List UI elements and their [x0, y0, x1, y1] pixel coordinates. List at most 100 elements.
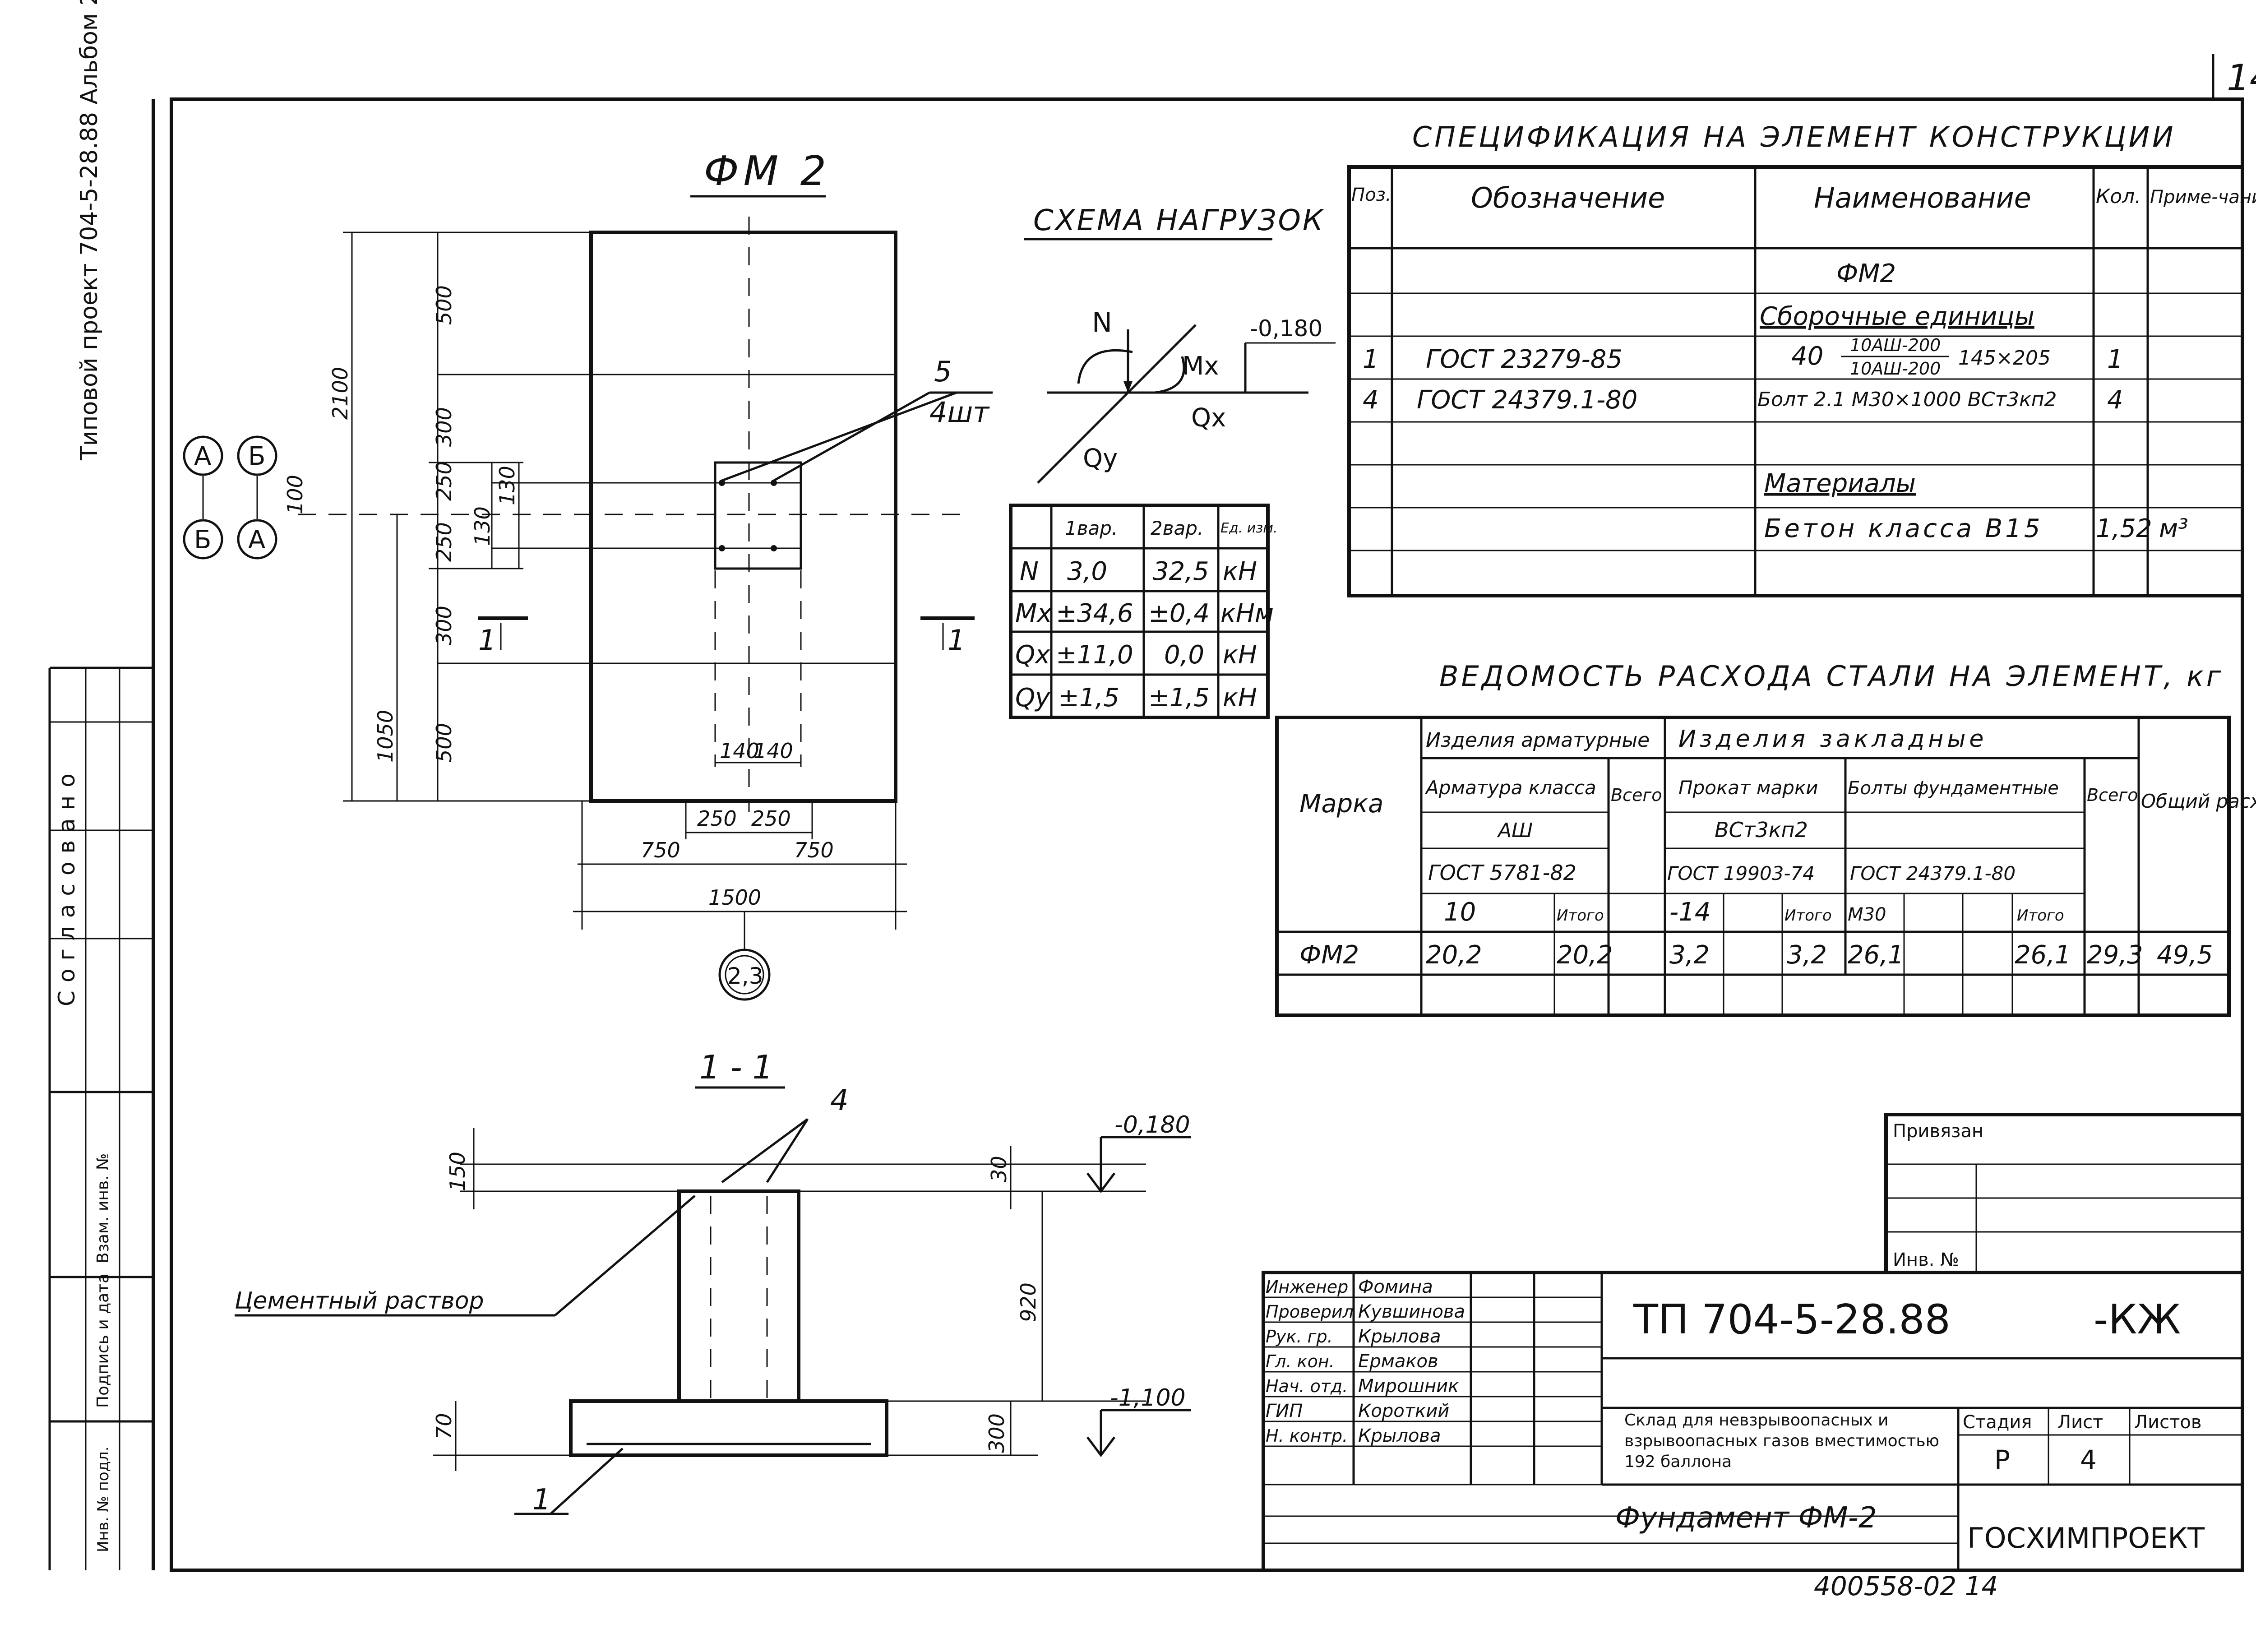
svg-text:Нач. отд.: Нач. отд. [1266, 1376, 1348, 1396]
spec-r-assembly: Сборочные единицы [1760, 302, 2034, 331]
stamp-stage: Р [1994, 1444, 2010, 1475]
dim-300-b: 300 [432, 606, 456, 645]
sec-lvl-top: -0,180 [1114, 1111, 1190, 1138]
callout-pos-5: 5 [934, 355, 952, 388]
svg-text:Qx: Qx [1015, 640, 1050, 670]
side-inv-podl-label: Инв. № подл. [94, 1446, 112, 1552]
section-slab [569, 1399, 888, 1457]
svg-text:49,5: 49,5 [2157, 940, 2213, 970]
lt-row-N: N 3,0 32,5 кН [1020, 557, 1257, 586]
load-Qx: Qx [1191, 403, 1226, 433]
svg-text:26,1: 26,1 [1848, 940, 1904, 970]
spec-h-pos: Поз. [1351, 185, 1392, 205]
dim-250-c: 250 [697, 806, 737, 831]
steel-h-gost19903: ГОСТ 19903-74 [1667, 862, 1815, 884]
steel-h-zakl: Изделия закладные [1678, 726, 1987, 753]
load-level: -0,180 [1250, 315, 1322, 342]
axis-b-1: Б [248, 442, 265, 471]
svg-text:±11,0: ±11,0 [1056, 640, 1133, 670]
dim-750-a: 750 [641, 838, 680, 862]
stamp-people: Инженер Фомина Проверил Кувшинова Рук. г… [1266, 1277, 1465, 1446]
stamp-h-sheets: Листов [2134, 1412, 2201, 1433]
svg-text:3,2: 3,2 [1787, 940, 1827, 970]
dim-1500: 1500 [708, 885, 761, 910]
svg-text:0,0: 0,0 [1164, 640, 1204, 670]
sec-lvl-bot: -1,100 [1110, 1384, 1186, 1411]
plan-view: ФМ 2 5 4шт 500 300 [183, 148, 993, 1001]
svg-text:кН: кН [1223, 557, 1257, 586]
section-1-1: 1 - 1 150 30 920 300 70 -0,180 -1,100 [235, 1048, 1191, 1517]
sec-callout-1: 1 [532, 1483, 551, 1517]
callout-qty: 4шт [929, 396, 990, 429]
spec-r2-qty: 4 [2107, 385, 2123, 415]
steel-h-vst: ВСт3кп2 [1715, 818, 1808, 842]
stamp-project: ТП 704-5-28.88 [1633, 1296, 1951, 1343]
stamp-privyazan: Привязан [1893, 1121, 1983, 1142]
bottom-code: 400558-02 14 [1814, 1571, 1998, 1601]
svg-text:26,1: 26,1 [2015, 940, 2071, 970]
steel-h-aiii: АШ [1497, 819, 1533, 842]
lt-row-Qx: Qx ±11,0 0,0 кН [1015, 640, 1257, 670]
spec-table: СПЕЦИФИКАЦИЯ НА ЭЛЕМЕНТ КОНСТРУКЦИИ Поз.… [1347, 120, 2256, 597]
title-block: Привязан Инв. № Инженер Фомина Проверил [1262, 1113, 2244, 1572]
load-N: N [1092, 307, 1112, 338]
dim-500-bottom: 500 [432, 723, 456, 763]
spec-r1-qty: 1 [2107, 345, 2123, 374]
spec-title: СПЕЦИФИКАЦИЯ НА ЭЛЕМЕНТ КОНСТРУКЦИИ [1412, 120, 2176, 153]
plan-title: ФМ 2 [704, 148, 831, 195]
stamp-h-sheet: Лист [2057, 1412, 2103, 1433]
spec-r2-des: ГОСТ 24379.1-80 [1417, 385, 1637, 415]
spec-r-materials: Материалы [1764, 469, 1916, 498]
axis-b-2: Б [194, 525, 211, 555]
dim-130-b: 130 [470, 506, 495, 546]
sec-callout-4: 4 [830, 1084, 849, 1117]
sheet-frame: 1 4 Типовой проект 704-5-28.88 Альбом 2 С… [48, 0, 2256, 1601]
footing-outline [589, 231, 897, 803]
steel-h-itogo-2: Итого [1784, 907, 1832, 925]
stamp-h-stage: Стадия [1963, 1412, 2032, 1433]
steel-h-vsego-1: Всего [1611, 785, 1662, 805]
stamp-suffix: -КЖ [2094, 1296, 2181, 1343]
spec-h-qty: Кол. [2096, 185, 2141, 208]
svg-text:Мирошник: Мирошник [1358, 1376, 1459, 1397]
spec-r2-name: Болт 2.1 М30×1000 ВСт3кп2 [1757, 388, 2057, 411]
sec-dim-300: 300 [985, 1413, 1009, 1453]
spec-r1-name-post: 145×205 [1958, 347, 2051, 370]
spec-r-name: ФМ2 [1836, 259, 1896, 288]
dim-750-b: 750 [794, 838, 834, 862]
steel-h-marka: Марка [1299, 789, 1383, 819]
dim-2100: 2100 [328, 367, 352, 420]
svg-text:Mx: Mx [1015, 599, 1052, 628]
spec-r1-name-num: 10АШ-200 [1850, 335, 1941, 355]
steel-h-m30: М30 [1848, 904, 1886, 925]
svg-text:Н. контр.: Н. контр. [1266, 1426, 1348, 1446]
dim-140-a: 140 [720, 739, 759, 763]
steel-h-itogo-3: Итого [2017, 907, 2064, 925]
section-pedestal [677, 1189, 800, 1403]
svg-text:Рук. гр.: Рук. гр. [1266, 1327, 1333, 1347]
spec-r1-pos: 1 [1363, 345, 1379, 374]
steel-h-bolty: Болты фундаментные [1848, 778, 2059, 799]
svg-text:Фомина: Фомина [1358, 1277, 1433, 1297]
spec-h-note: Приме-чание [2150, 187, 2256, 208]
spec-r3-qty: 1,52 [2096, 514, 2152, 543]
sec-dim-70: 70 [432, 1413, 456, 1439]
steel-row-fm2: ФМ2 20,2 20,2 3,2 3,2 26,1 26,1 29,3 49,… [1299, 940, 2213, 970]
stamp-org: ГОСХИМПРОЕКТ [1967, 1522, 2205, 1555]
svg-text:3,2: 3,2 [1669, 940, 1710, 970]
spec-h-des: Обозначение [1471, 181, 1665, 214]
stamp-sheet: 4 [2080, 1444, 2097, 1475]
section-title: 1 - 1 [699, 1048, 773, 1086]
load-Mx: Mx [1182, 352, 1219, 381]
svg-text:ГИП: ГИП [1266, 1401, 1303, 1421]
steel-h-arm: Изделия арматурные [1426, 729, 1650, 752]
sec-dim-150: 150 [445, 1152, 470, 1191]
dim-250-d: 250 [751, 806, 791, 831]
steel-h-prokat: Прокат марки [1678, 777, 1818, 799]
stamp-sheet-title: Фундамент ФМ-2 [1615, 1501, 1877, 1535]
svg-text:Проверил: Проверил [1266, 1302, 1354, 1322]
lt-row-Qy: Qy ±1,5 ±1,5 кН [1015, 683, 1257, 713]
sec-label-mortar: Цементный раствор [235, 1287, 484, 1314]
side-album-label: Типовой проект 704-5-28.88 Альбом 2 [76, 0, 103, 461]
